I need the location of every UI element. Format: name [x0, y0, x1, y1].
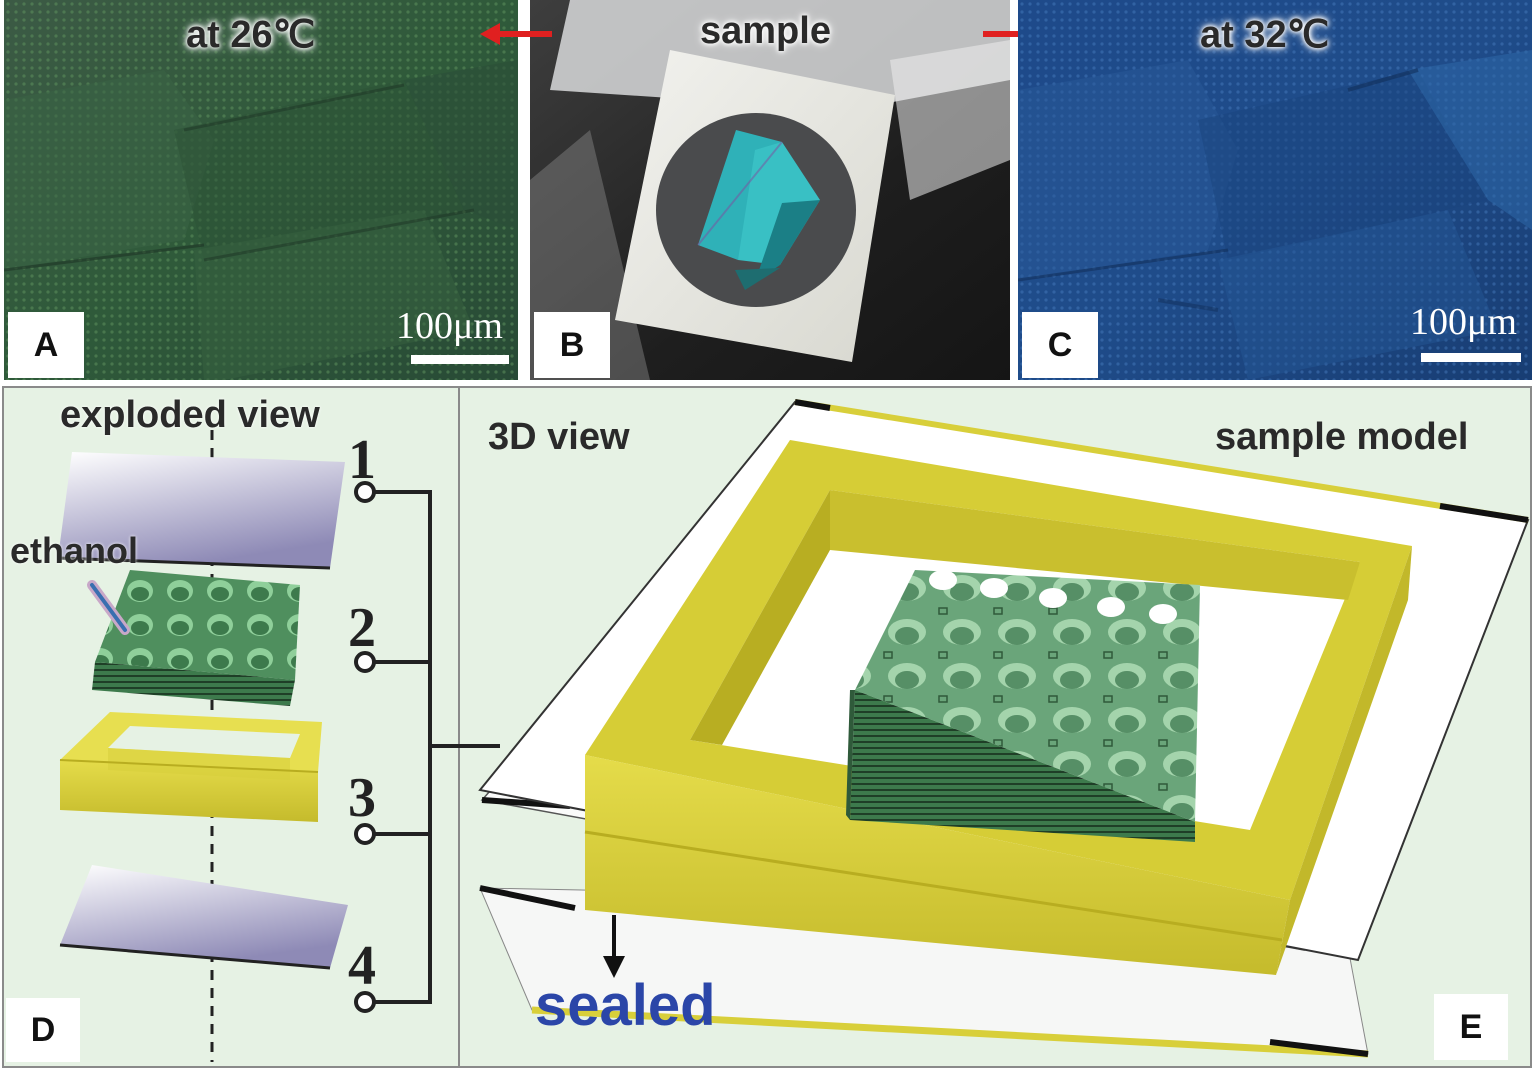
panel-c-label: C — [1022, 312, 1098, 378]
panel-divider — [458, 388, 460, 1066]
panel-c-title: at 32℃ — [1200, 14, 1330, 56]
sealed-label: sealed — [535, 973, 716, 1038]
panel-a-label: A — [8, 312, 84, 378]
sealed-arrow-icon — [603, 915, 625, 978]
panel-c-scale-label: 100μm — [1410, 301, 1517, 343]
layer-2-lattice — [92, 570, 300, 706]
panel-a-scale-label: 100μm — [396, 305, 503, 347]
layer-number-4: 4 — [348, 935, 376, 997]
sample-lattice — [846, 570, 1200, 842]
panel-c: at 32℃ 100μm C — [1018, 0, 1532, 380]
node-3 — [354, 823, 376, 845]
connector-bracket — [374, 490, 500, 1004]
layer-4-plate — [60, 865, 348, 968]
layer-3-frame — [59, 712, 322, 822]
panel-d-label: D — [6, 998, 80, 1062]
pipette-icon — [87, 580, 130, 635]
panel-b-photo — [530, 0, 1010, 380]
arrow-left-icon — [480, 23, 552, 45]
sample-model-title: sample model — [1215, 416, 1469, 458]
panel-a: at 26℃ 100μm A — [4, 0, 518, 380]
node-1 — [354, 481, 376, 503]
panel-c-scale-bar — [1421, 353, 1521, 362]
panel-a-scale-bar — [411, 355, 509, 364]
panel-e-label: E — [1434, 994, 1508, 1060]
panel-c-micrograph — [1018, 0, 1532, 380]
exploded-view-title: exploded view — [60, 394, 320, 436]
3d-view-title: 3D view — [488, 416, 630, 458]
panel-a-title: at 26℃ — [186, 14, 316, 56]
layer-number-1: 1 — [348, 429, 376, 491]
panel-b-label: B — [534, 312, 610, 378]
panel-b-title: sample — [700, 10, 831, 52]
layer-number-2: 2 — [348, 597, 376, 659]
ethanol-label: ethanol — [10, 530, 139, 571]
node-2 — [354, 651, 376, 673]
panel-b: sample B — [530, 0, 1010, 380]
panel-a-micrograph — [4, 0, 518, 380]
layer-1-plate — [58, 452, 345, 568]
node-4 — [354, 991, 376, 1013]
layer-number-3: 3 — [348, 767, 376, 829]
